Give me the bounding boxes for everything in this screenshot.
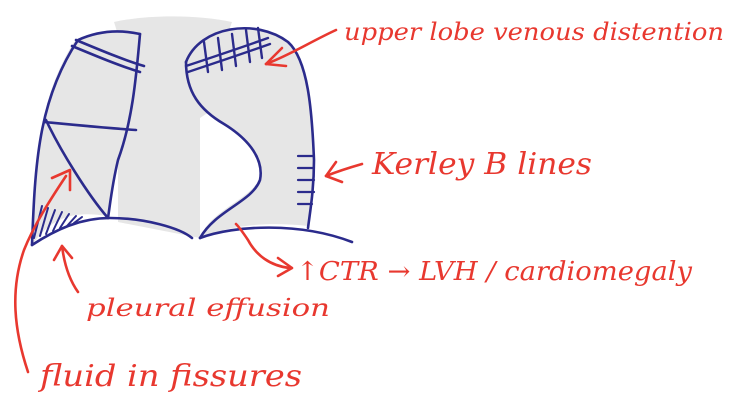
fissures-label: fluid in fissures (38, 359, 302, 394)
ctr-label: ↑CTR → LVH / cardiomegaly (296, 257, 692, 287)
upper-lobe-label: upper lobe venous distention (344, 18, 724, 46)
effusion-label: pleural effusion (86, 294, 330, 322)
arrow-effusion (62, 246, 78, 292)
kerley-label: Kerley B lines (371, 147, 592, 182)
